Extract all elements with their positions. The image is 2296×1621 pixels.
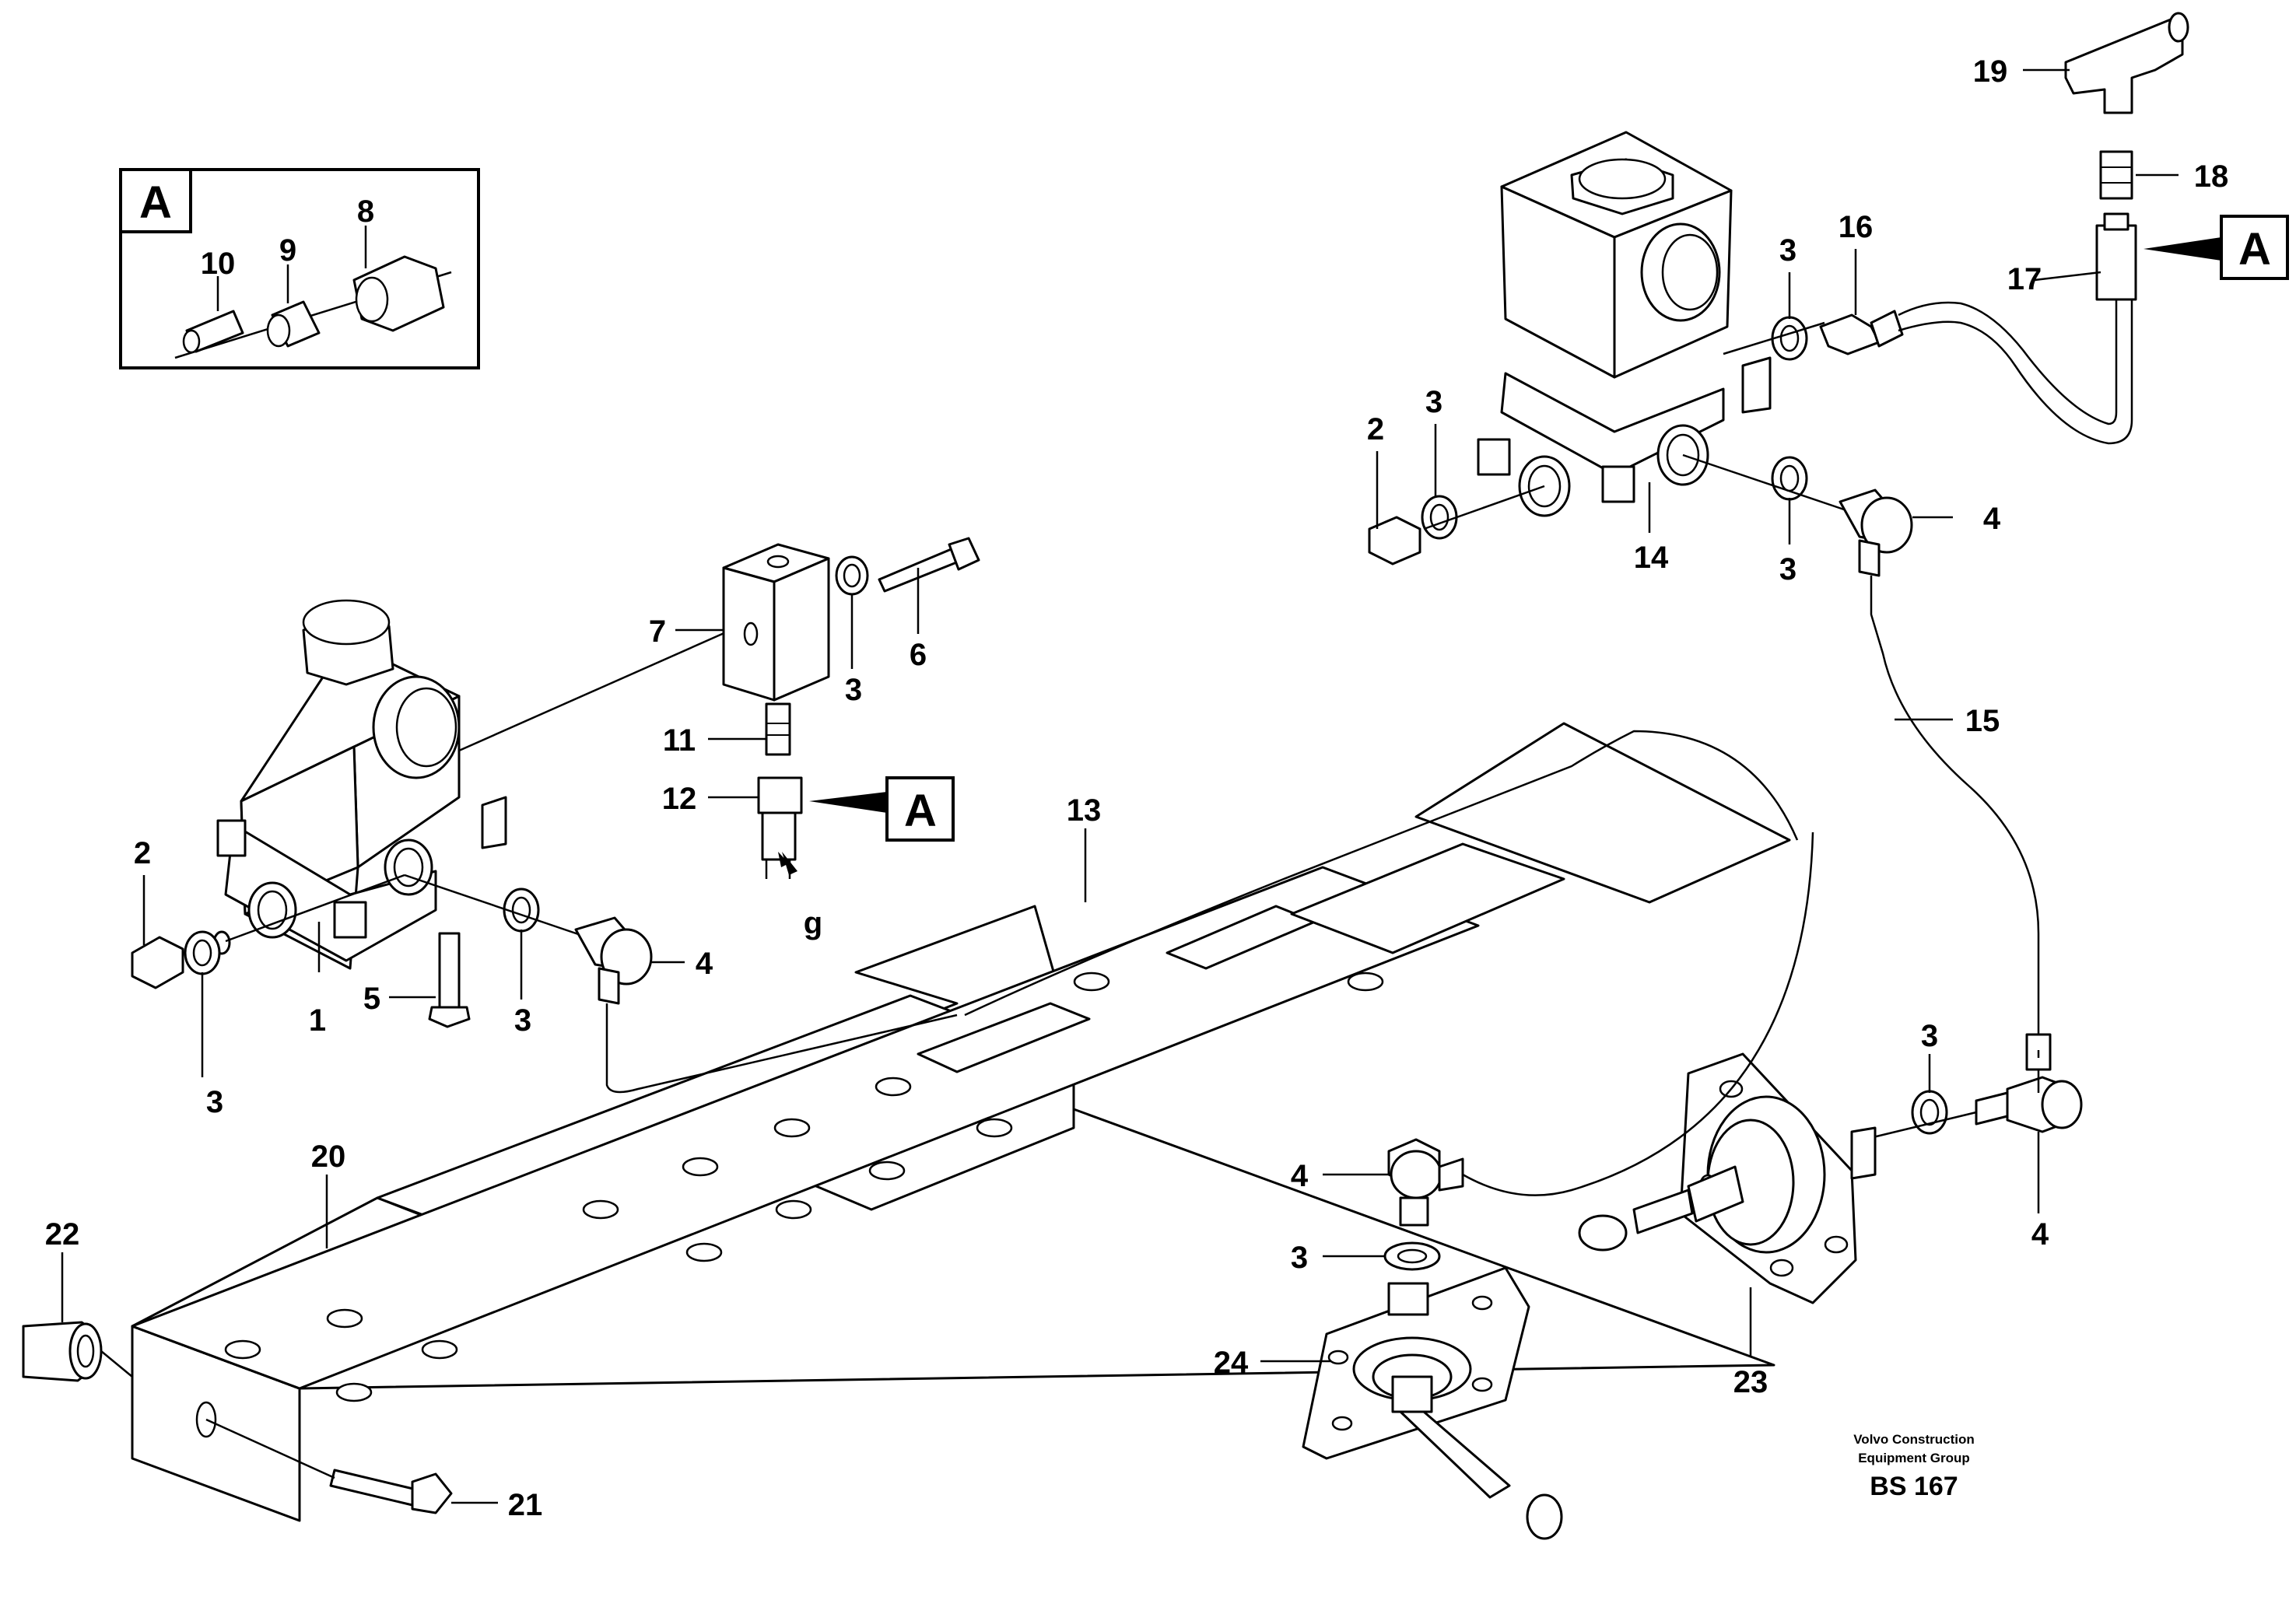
callout-4-b: 4	[1983, 502, 2001, 536]
pressure-switch-part-24	[1302, 1266, 1563, 1540]
adapter-part-16	[1819, 310, 1904, 355]
detail-a-marker-right: A	[2144, 215, 2289, 280]
callout-6: 6	[910, 638, 927, 672]
pipe-part-15	[1870, 576, 2040, 1035]
callout-labels: 1 2 2 3 3 3 3 3 3 3 3 4 4 4 4 5 6 7 11 1…	[45, 54, 2229, 1522]
pipe-end-marker: g	[804, 906, 822, 940]
callout-3-d: 3	[1425, 385, 1442, 419]
banjo-fitting-part-4-right	[1839, 488, 1913, 577]
callout-9: 9	[279, 233, 296, 268]
callout-19: 19	[1973, 54, 2008, 89]
callout-21: 21	[508, 1488, 543, 1522]
banjo-fitting-part-4-left	[574, 916, 958, 1094]
callout-leaders	[61, 68, 2179, 1504]
washer-part-3-bottom	[1383, 1241, 1441, 1271]
nut-part-8	[352, 255, 445, 332]
callout-12: 12	[662, 782, 697, 816]
ring-part-9	[266, 300, 321, 348]
pipe-part-17	[1898, 212, 2137, 445]
detail-a-inset: A 10 9 8	[119, 168, 480, 369]
screw-part-6	[878, 537, 980, 593]
callout-7: 7	[649, 614, 666, 649]
bolt-part-21	[205, 1418, 453, 1514]
callout-3-c: 3	[845, 673, 862, 707]
banjo-fitting-part-4-bottom-right	[1863, 1033, 2083, 1141]
callout-4-c: 4	[1291, 1159, 1309, 1193]
nipple-part-18	[2099, 150, 2133, 200]
callout-17: 17	[2007, 262, 2042, 296]
callout-3-b: 3	[514, 1003, 531, 1038]
washer-part-3-left	[184, 555, 869, 975]
bracket-part-20	[131, 722, 1799, 1522]
callout-4-a: 4	[696, 947, 713, 981]
callout-23: 23	[1733, 1365, 1768, 1399]
nut-part-22	[22, 1321, 133, 1382]
callout-11: 11	[663, 723, 696, 758]
callout-18: 18	[2194, 159, 2229, 194]
publisher-line-1: Volvo Construction	[1853, 1432, 1975, 1447]
drawing-footer: Volvo Construction Equipment Group BS 16…	[1853, 1432, 1975, 1501]
detail-a-marker-left: A	[809, 776, 955, 842]
banjo-fitting-part-4-bottom	[1387, 832, 1814, 1227]
drawing-code: BS 167	[1870, 1472, 1958, 1501]
callout-13: 13	[1067, 793, 1102, 828]
connector-part-12	[757, 776, 803, 879]
callout-3-h: 3	[1291, 1241, 1308, 1275]
callout-15: 15	[1965, 704, 2000, 738]
callout-22: 22	[45, 1217, 80, 1252]
callout-3-g: 3	[1921, 1019, 1938, 1053]
callout-3-f: 3	[1779, 552, 1796, 586]
callout-8: 8	[357, 194, 374, 229]
callout-5: 5	[363, 982, 380, 1016]
detail-a-marker-label-left: A	[904, 786, 937, 836]
pressure-switch-part-23	[1578, 1052, 1877, 1304]
callout-20: 20	[311, 1140, 346, 1174]
solenoid-valve-part-1	[216, 599, 728, 970]
callout-14: 14	[1634, 541, 1669, 575]
callout-2-right: 2	[1367, 412, 1384, 446]
block-part-7	[722, 543, 830, 702]
callout-24: 24	[1214, 1346, 1249, 1380]
solenoid-valve-part-14	[1477, 131, 1772, 517]
callout-4-d: 4	[2031, 1217, 2049, 1252]
detail-a-label: A	[139, 177, 172, 228]
publisher-line-2: Equipment Group	[1858, 1451, 1970, 1465]
callout-2-left: 2	[134, 836, 151, 870]
sleeve-part-10	[182, 310, 244, 354]
callout-3-a: 3	[206, 1085, 223, 1119]
callout-3-e: 3	[1779, 233, 1796, 268]
plug-part-2-right	[1368, 516, 1421, 565]
callout-10: 10	[201, 247, 236, 281]
detail-a-marker-label-right: A	[2238, 224, 2271, 275]
tee-part-19	[2064, 12, 2189, 114]
callout-1: 1	[309, 1003, 326, 1038]
nipple-part-11	[765, 702, 791, 756]
callout-16: 16	[1839, 210, 1874, 244]
bolt-part-5	[428, 932, 471, 1028]
